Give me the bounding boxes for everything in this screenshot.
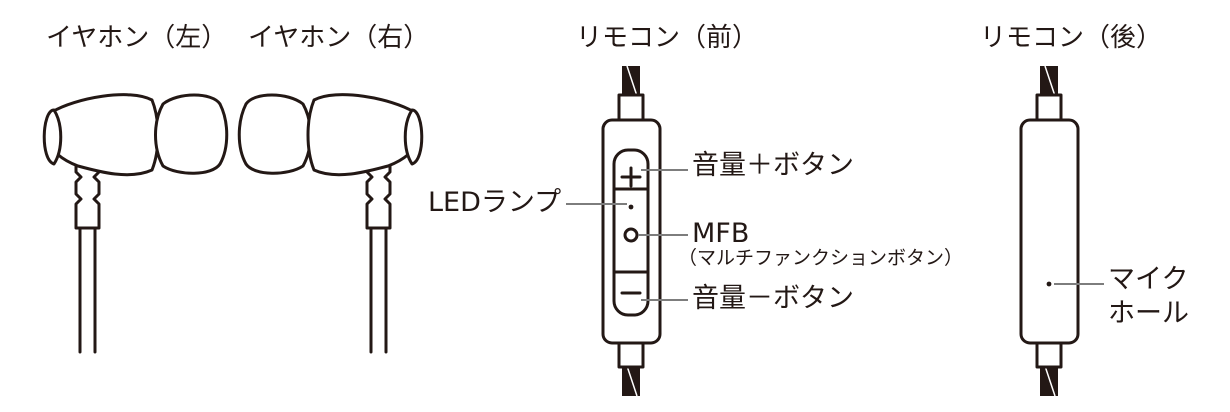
- right-earphone: [237, 93, 424, 354]
- right-ear-tip: [237, 93, 312, 175]
- remote-front: [601, 65, 662, 397]
- left-earphone-cable: [78, 223, 97, 354]
- callout-led-lamp: LEDランプ: [428, 187, 562, 218]
- remote-back-top-cord-twist: [1044, 65, 1056, 97]
- callout-mfb-full-name: （マルチファンクションボタン）: [678, 247, 964, 269]
- remote-front-bottom-cord: [622, 366, 640, 396]
- remote-front-top-cord-twist: [626, 65, 638, 97]
- remote-front-bottom-cord-twist: [626, 365, 638, 397]
- remote-back-body: [1019, 118, 1080, 345]
- remote-back-bottom-cord: [1040, 366, 1058, 396]
- right-earphone-body: [306, 93, 420, 177]
- callout-volume-down: 音量－ボタン: [692, 283, 854, 314]
- right-earphone-cable: [369, 223, 388, 354]
- remote-front-bottom-collar: [617, 340, 645, 369]
- remote-front-button-dividers: [612, 187, 650, 274]
- remote-back: [1019, 65, 1080, 397]
- left-earphone-end-cap: [42, 108, 63, 166]
- left-earphone-strain-relief: [74, 158, 101, 230]
- volume-up-plus-symbol: [620, 166, 642, 188]
- callout-volume-up: 音量＋ボタン: [692, 150, 854, 181]
- callout-mic-hole-line1: マイク: [1108, 264, 1189, 295]
- right-earphone-end-cap: [403, 108, 424, 166]
- left-earphone-body: [46, 93, 160, 177]
- heading-right-earphone: イヤホン（右）: [248, 23, 430, 53]
- callout-mfb: MFB: [692, 218, 750, 249]
- mfb-button-circle: [623, 227, 639, 243]
- heading-left-earphone: イヤホン（左）: [46, 23, 228, 53]
- remote-back-bottom-cord-twist: [1044, 365, 1056, 397]
- remote-front-top-collar: [617, 93, 645, 122]
- led-lamp-dot: [628, 204, 634, 210]
- leader-lines: [566, 169, 1104, 301]
- remote-front-top-cord: [622, 66, 640, 96]
- remote-back-top-collar: [1035, 93, 1063, 122]
- right-earphone-strain-relief: [365, 158, 392, 230]
- remote-back-bottom-collar: [1035, 340, 1063, 369]
- heading-remote-back: リモコン（後）: [980, 23, 1163, 53]
- left-ear-tip: [154, 93, 229, 175]
- heading-remote-front: リモコン（前）: [576, 23, 759, 53]
- callout-mic-hole-line2: ホール: [1108, 298, 1189, 329]
- mic-hole-dot: [1046, 281, 1052, 287]
- left-earphone: [42, 93, 229, 354]
- remote-back-top-cord: [1040, 66, 1058, 96]
